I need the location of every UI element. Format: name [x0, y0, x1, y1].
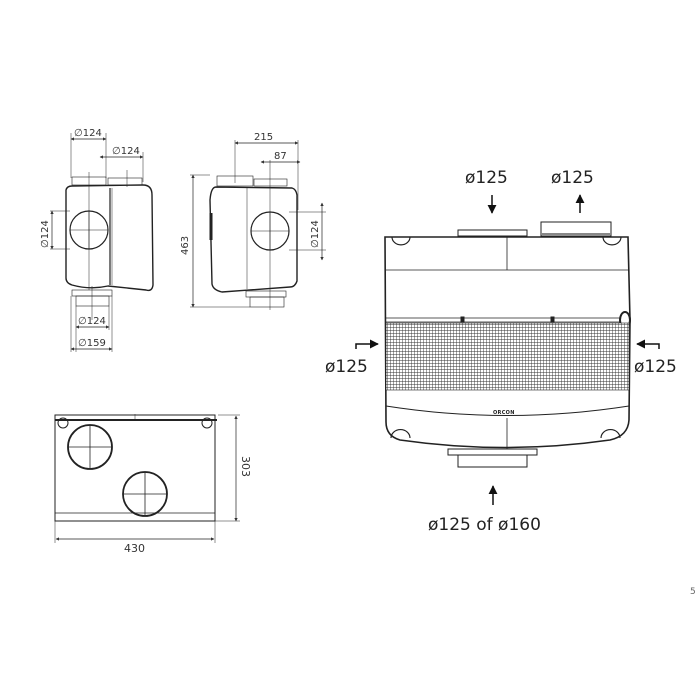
label-top-left-connection: ø125 [465, 168, 508, 188]
dim-side-offset: 87 [274, 151, 287, 162]
dim-side-height: 463 [180, 236, 191, 255]
label-bottom-connection: ø125 of ø160 [428, 515, 541, 535]
dim-front-top-right: ∅124 [112, 146, 140, 157]
label-top-right-connection: ø125 [551, 168, 594, 188]
brand-logo: ORCON [493, 410, 515, 416]
dim-top-width: 430 [124, 542, 145, 555]
dim-side-width: 215 [254, 132, 273, 143]
dim-side-diameter: ∅124 [310, 220, 321, 248]
label-left-connection: ø125 [325, 357, 368, 377]
filter-grille [385, 322, 630, 391]
side-view [190, 140, 326, 310]
label-right-connection: ø125 [634, 357, 677, 377]
connection-view-lower [355, 194, 660, 505]
dim-front-top-left: ∅124 [74, 128, 102, 139]
top-view [54, 414, 240, 543]
dim-front-bottom-inner: ∅124 [78, 316, 106, 327]
page-number: 5 [690, 587, 696, 597]
front-view [50, 133, 154, 352]
dim-front-side: ∅124 [40, 220, 51, 248]
dim-front-bottom-outer: ∅159 [78, 338, 106, 349]
dim-top-depth: 303 [239, 456, 252, 477]
